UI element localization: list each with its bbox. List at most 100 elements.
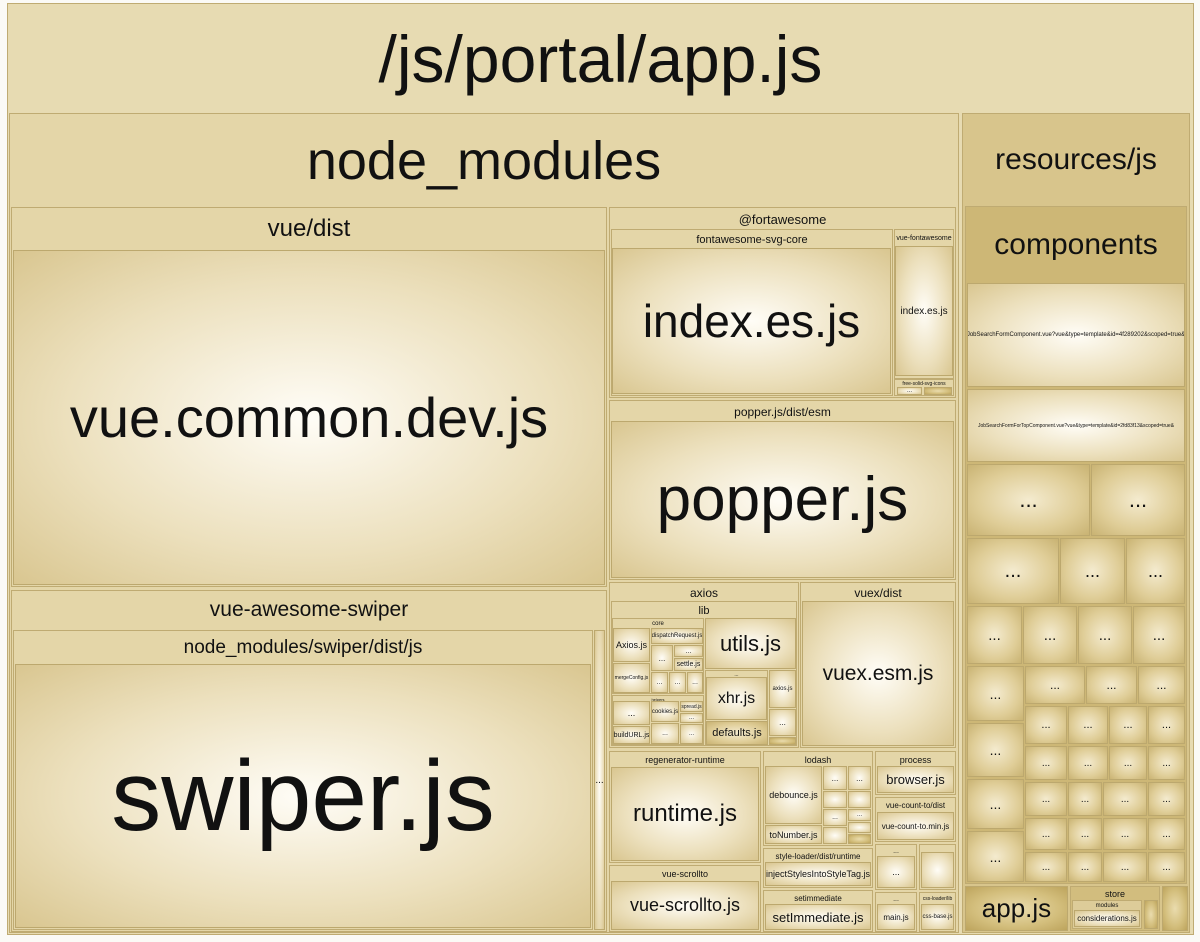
inject-styles-cell[interactable]: injectStylesIntoStyleTag.js xyxy=(765,862,871,886)
vuex-dir-label: vuex/dist xyxy=(854,585,902,600)
lodash-more-9[interactable] xyxy=(848,834,871,844)
resources-more-cell[interactable] xyxy=(1162,886,1188,931)
axios-axios-js-cell[interactable]: Axios.js xyxy=(613,628,650,662)
axios-helpers-more-2[interactable]: ... xyxy=(680,713,703,723)
component-cell[interactable]: ... xyxy=(967,723,1024,777)
fa-index-es-cell[interactable]: index.es.js xyxy=(612,248,891,394)
component-cell[interactable]: ... xyxy=(1025,746,1067,780)
browser-js-cell[interactable]: browser.js xyxy=(877,766,954,793)
axios-settle-label: settle.js xyxy=(676,661,701,668)
component-cell[interactable]: ... xyxy=(1023,606,1077,664)
component-cell[interactable]: ... xyxy=(1025,782,1067,816)
main-js-cell[interactable]: main.js xyxy=(877,904,915,930)
component-cell[interactable]: ... xyxy=(1068,852,1102,882)
axios-helpers-more-1[interactable]: ... xyxy=(613,701,650,725)
vue-scrollto-cell[interactable]: vue-scrollto.js xyxy=(611,881,759,930)
app-js-cell[interactable]: app.js xyxy=(965,886,1068,931)
axios-core-more-2[interactable]: ... xyxy=(674,645,703,657)
setimmediate-js-cell[interactable]: setImmediate.js xyxy=(765,904,871,930)
component-cell[interactable]: ... xyxy=(967,831,1024,882)
free-solid-cell-1[interactable]: ... xyxy=(897,387,922,395)
vue-fa-index-cell[interactable]: index.es.js xyxy=(895,246,953,376)
more-label: ... xyxy=(656,679,663,686)
misc-cell-2[interactable] xyxy=(921,852,954,888)
component-cell[interactable]: ... xyxy=(1025,852,1067,882)
axios-lib-more-2[interactable] xyxy=(769,737,796,745)
lodash-more-7[interactable] xyxy=(823,827,847,844)
axios-core-more-5[interactable]: ... xyxy=(687,672,703,693)
component-cell[interactable]: ... xyxy=(1091,464,1185,536)
axios-settle-cell[interactable]: settle.js xyxy=(674,658,703,671)
component-cell[interactable]: ... xyxy=(1068,746,1108,780)
axios-helpers-more-4[interactable]: ... xyxy=(680,724,703,744)
component-cell[interactable]: ... xyxy=(967,464,1090,536)
component-cell[interactable]: ... xyxy=(1025,666,1085,704)
component-cell[interactable]: ... xyxy=(1148,852,1185,882)
component-cell[interactable]: ... xyxy=(1103,852,1147,882)
store-more-cell[interactable] xyxy=(1144,900,1158,929)
popper-js-cell[interactable]: popper.js xyxy=(611,421,954,578)
component-cell[interactable]: ... xyxy=(1060,538,1125,604)
css-base-cell[interactable]: css-base.js xyxy=(921,904,954,930)
axios-dispatch-cell[interactable]: dispatchRequest.js xyxy=(651,628,703,644)
axios-spread-cell[interactable]: spread.js xyxy=(680,701,703,712)
component-cell[interactable]: ... xyxy=(1078,606,1132,664)
count-to-min-cell[interactable]: vue-count-to.min.js xyxy=(877,812,954,840)
component-cell[interactable]: ... xyxy=(1148,818,1185,850)
more-label: ... xyxy=(1049,678,1060,692)
axios-merge-cell[interactable]: mergeConfig.js xyxy=(613,663,650,693)
component-cell[interactable]: ... xyxy=(1025,706,1067,744)
lodash-more-2[interactable]: ... xyxy=(848,766,871,790)
component-cell[interactable]: ... xyxy=(1148,746,1185,780)
free-solid-cell-2[interactable] xyxy=(924,387,952,395)
lodash-more-1[interactable]: ... xyxy=(823,766,847,790)
component-cell[interactable]: ... xyxy=(1133,606,1185,664)
lodash-more-4[interactable] xyxy=(848,791,871,808)
vue-common-dev-cell[interactable]: vue.common.dev.js xyxy=(13,250,605,585)
component-cell[interactable]: ... xyxy=(967,779,1024,829)
axios-axios-js-label: Axios.js xyxy=(615,640,647,650)
component-cell[interactable]: ... xyxy=(1068,706,1108,744)
swiper-js-cell[interactable]: swiper.js xyxy=(15,664,591,928)
component-cell[interactable]: ... xyxy=(1138,666,1185,704)
axios-lib-more-1[interactable]: ... xyxy=(769,709,796,736)
axios-cookies-cell[interactable]: cookies.js xyxy=(651,701,679,722)
component-cell[interactable]: ... xyxy=(1109,746,1147,780)
component-cell[interactable]: ... xyxy=(967,538,1059,604)
axios-core-more-3[interactable]: ... xyxy=(651,672,668,693)
axios-core-more-1[interactable]: ... xyxy=(651,645,673,671)
axios-utils-cell[interactable]: utils.js xyxy=(705,618,796,669)
swiper-side-cell[interactable]: ... xyxy=(594,630,605,930)
lodash-more-5[interactable]: ... xyxy=(823,809,847,826)
lodash-more-3[interactable] xyxy=(823,791,847,808)
jobsearch-top-cell[interactable]: JobSearchFormForTopComponent.vue?vue&typ… xyxy=(967,389,1185,462)
axios-axios2-cell[interactable]: axios.js xyxy=(769,670,796,708)
swiper-group-label: vue-awesome-swiper xyxy=(209,598,409,621)
component-cell[interactable]: ... xyxy=(1068,818,1102,850)
axios-helpers-more-3[interactable]: ... xyxy=(651,723,679,744)
jobsearch-form-cell[interactable]: JobSearchFormComponent.vue?vue&type=temp… xyxy=(967,283,1185,387)
axios-buildurl-cell[interactable]: buildURL.js xyxy=(613,726,650,744)
component-cell[interactable]: ... xyxy=(1126,538,1185,604)
debounce-cell[interactable]: debounce.js xyxy=(765,766,822,824)
component-cell[interactable]: ... xyxy=(967,606,1022,664)
component-cell[interactable]: ... xyxy=(1148,782,1185,816)
misc-cell-1[interactable]: ... xyxy=(877,856,915,888)
axios-defaults-cell[interactable]: defaults.js xyxy=(706,721,768,745)
tonumber-cell[interactable]: toNumber.js xyxy=(765,825,822,844)
component-cell[interactable]: ... xyxy=(967,666,1024,721)
component-cell[interactable]: ... xyxy=(1086,666,1137,704)
component-cell[interactable]: ... xyxy=(1109,706,1147,744)
vuex-esm-cell[interactable]: vuex.esm.js xyxy=(802,601,954,746)
lodash-more-6[interactable]: ... xyxy=(848,809,871,821)
axios-core-more-4[interactable]: ... xyxy=(669,672,686,693)
lodash-more-8[interactable] xyxy=(848,822,871,833)
considerations-cell[interactable]: considerations.js xyxy=(1074,910,1140,927)
component-cell[interactable]: ... xyxy=(1103,818,1147,850)
axios-xhr-cell[interactable]: xhr.js xyxy=(706,677,767,720)
component-cell[interactable]: ... xyxy=(1025,818,1067,850)
component-cell[interactable]: ... xyxy=(1068,782,1102,816)
runtime-js-cell[interactable]: runtime.js xyxy=(611,767,759,861)
component-cell[interactable]: ... xyxy=(1148,706,1185,744)
component-cell[interactable]: ... xyxy=(1103,782,1147,816)
